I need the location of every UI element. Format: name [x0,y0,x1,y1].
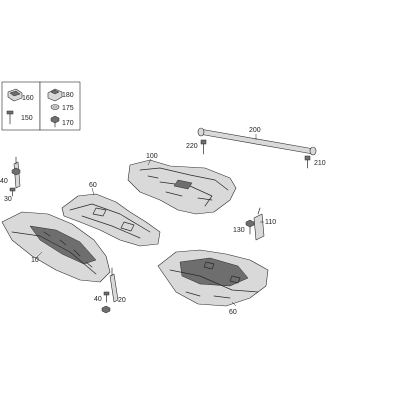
underbody-panel-rear [157,249,269,307]
callout-20: 20 [118,297,126,304]
callout-200: 200 [249,127,261,134]
bracket-nut [245,219,255,235]
callout-160: 160 [22,95,34,102]
callout-40-lower: 40 [94,296,102,303]
transmission-bracket [253,207,265,241]
legend-box-right [39,81,81,131]
side-bracket-left [11,156,21,189]
callout-30: 30 [4,196,12,203]
washer-icon [50,104,60,110]
lower-clip [101,305,111,314]
callout-220: 220 [186,143,198,150]
bolt-icon [50,115,60,128]
callout-10: 10 [31,257,39,264]
clip-nut-icon [7,88,23,102]
bracket-screw [9,187,16,197]
crossmember-strut [197,127,317,156]
callout-170: 170 [62,120,74,127]
lower-screw [103,291,110,303]
callout-210: 210 [314,160,326,167]
fastener-legend: 160 150 180 175 170 [1,81,81,131]
underbody-panel-front [61,193,161,247]
legend-box-left [1,81,41,131]
lower-bracket [109,267,119,303]
strut-bolt-right [304,155,311,169]
callout-180: 180 [62,92,74,99]
screw-icon [6,110,14,125]
callout-60-lower: 60 [229,309,237,316]
callout-60-upper: 60 [89,182,97,189]
engine-compartment-cover [127,159,237,215]
strut-bolt-left [200,139,207,155]
callout-150: 150 [21,115,33,122]
callout-130: 130 [233,227,245,234]
callout-175: 175 [62,105,74,112]
callout-100: 100 [146,153,158,160]
callout-40-upper: 40 [0,178,8,185]
callout-110: 110 [265,219,276,226]
front-underride-guard [1,211,111,283]
spring-clip-icon [47,88,63,102]
